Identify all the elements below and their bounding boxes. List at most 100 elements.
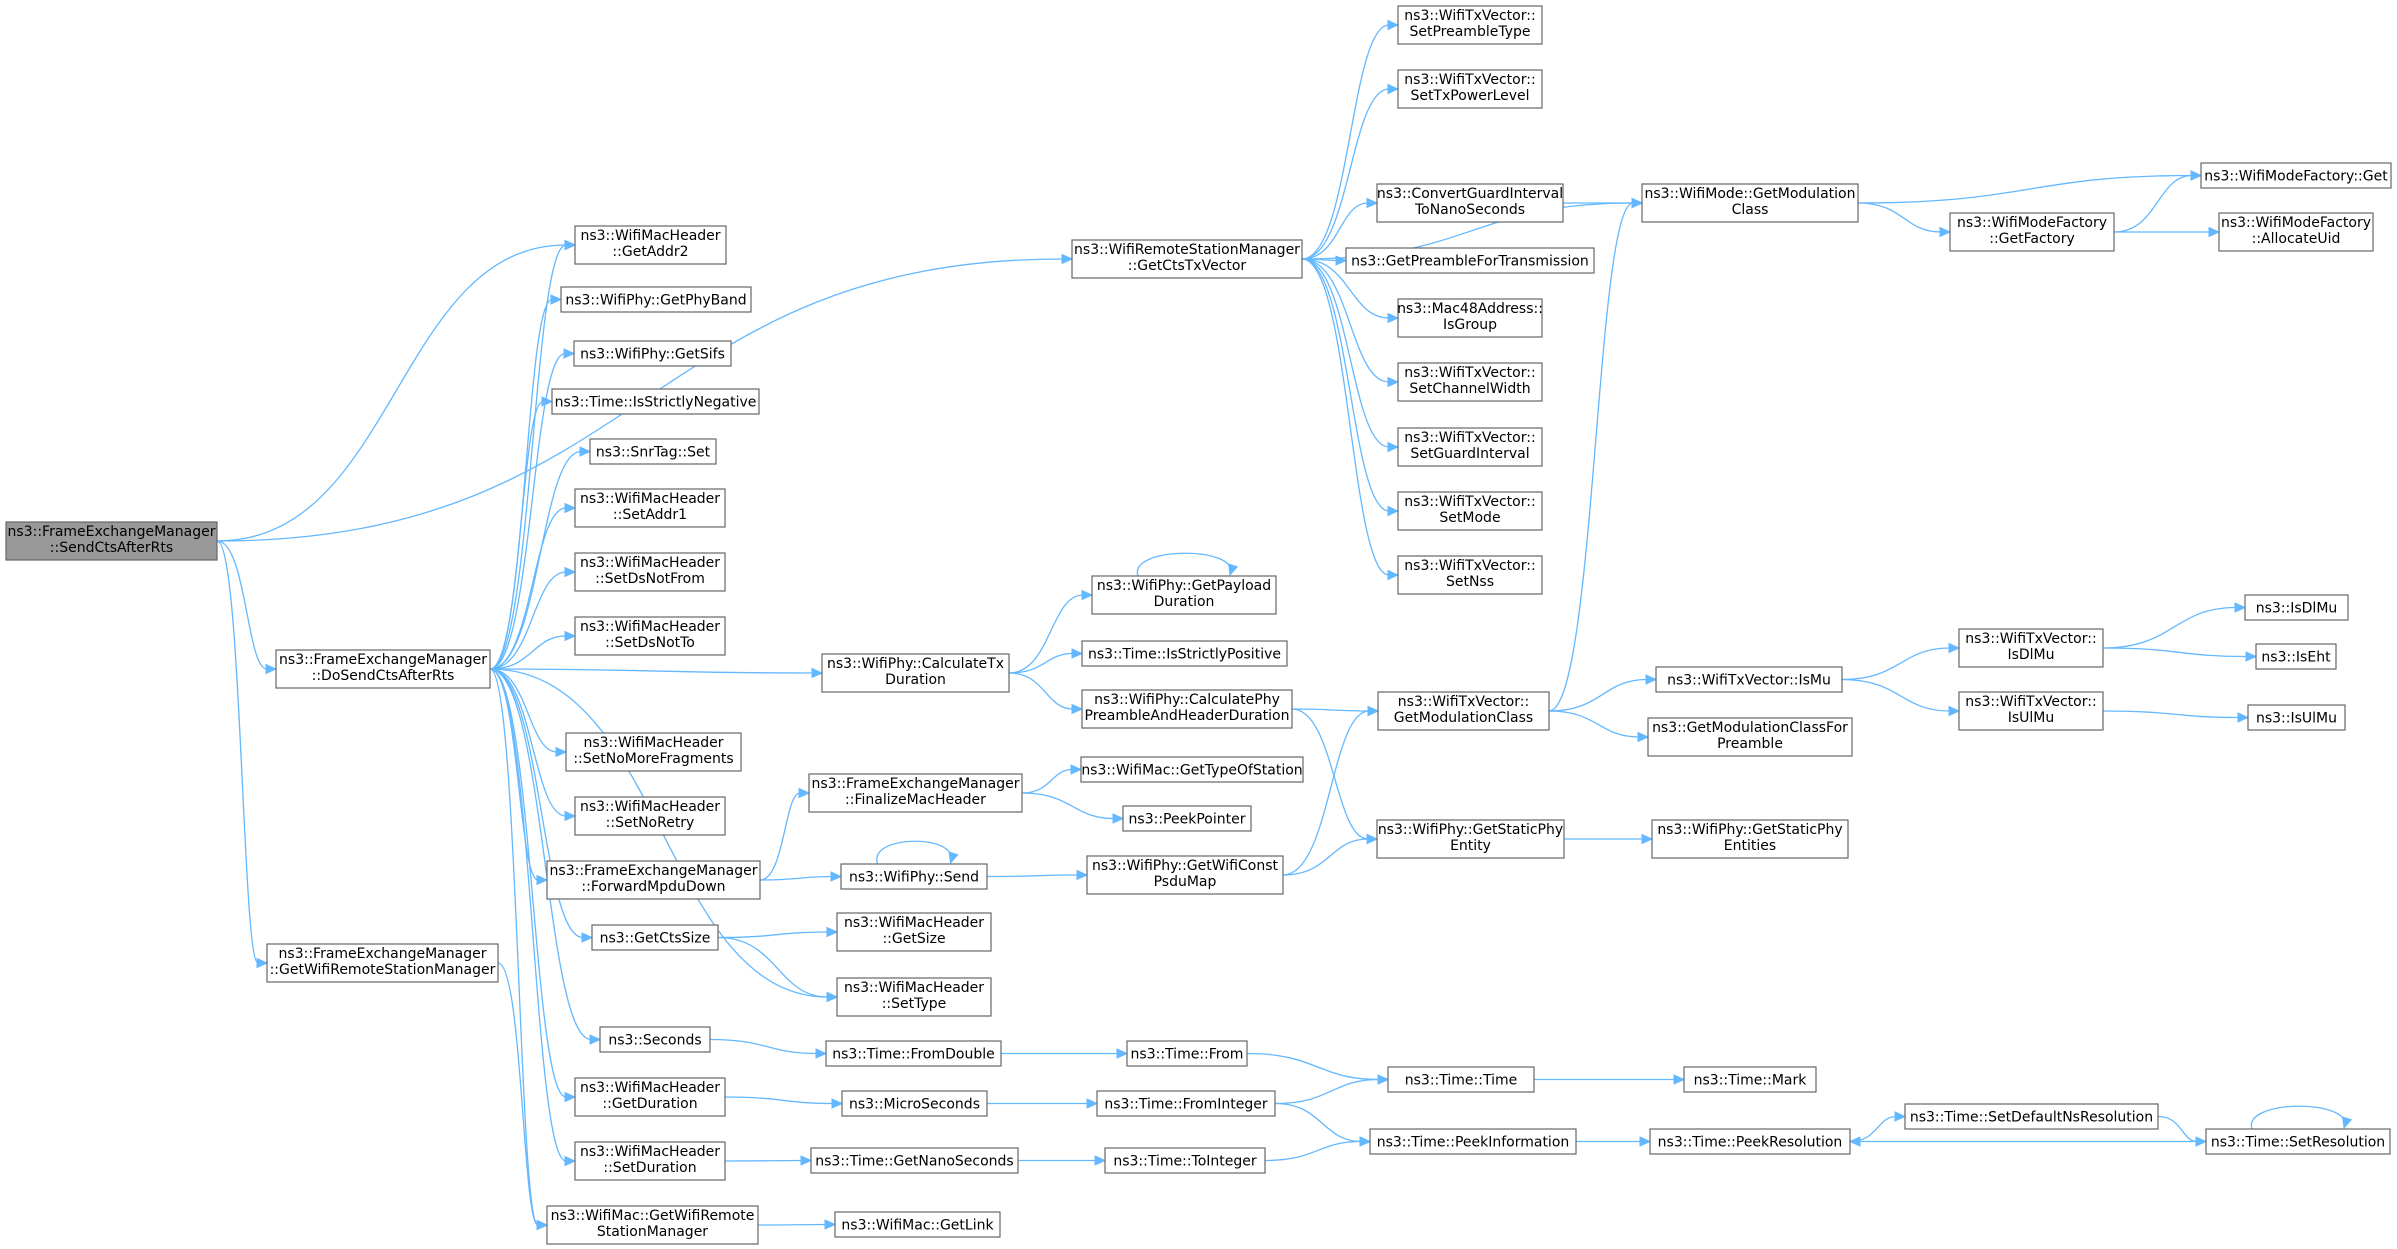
node-box [1387, 1066, 1535, 1093]
node-timetime[interactable]: ns3::Time::Time [1387, 1066, 1535, 1093]
node-peekpointer[interactable]: ns3::PeekPointer [1122, 805, 1252, 832]
node-label-line: ns3::Time::FromInteger [1104, 1097, 1267, 1113]
node-getsifs[interactable]: ns3::WifiPhy::GetSifs [573, 340, 732, 367]
edge-arrowhead [1086, 1098, 1099, 1109]
node-setnss[interactable]: ns3::WifiTxVector::SetNss [1397, 555, 1543, 595]
node-box [1122, 805, 1252, 832]
node-setnomore[interactable]: ns3::WifiMacHeader::SetNoMoreFragments [565, 732, 742, 772]
node-getaddr2[interactable]: ns3::WifiMacHeader::GetAddr2 [574, 225, 727, 265]
node-microseconds[interactable]: ns3::MicroSeconds [841, 1090, 988, 1117]
node-getctssize[interactable]: ns3::GetCtsSize [591, 924, 719, 951]
node-modegetmod[interactable]: ns3::WifiMode::GetModulationClass [1641, 183, 1859, 223]
node-label-line: ::GetCtsTxVector [1128, 258, 1247, 274]
node-seconds[interactable]: ns3::Seconds [599, 1026, 711, 1053]
edge-getnanosec-to-tointeger [1018, 1155, 1107, 1166]
node-isdlmu[interactable]: ns3::IsDlMu [2244, 594, 2349, 621]
node-label-line: ns3::WifiMacHeader [844, 915, 984, 931]
node-settype[interactable]: ns3::WifiMacHeader::SetType [836, 977, 992, 1017]
node-getctstx[interactable]: ns3::WifiRemoteStationManager::GetCtsTxV… [1071, 239, 1303, 279]
node-isstrpos[interactable]: ns3::Time::IsStrictlyPositive [1081, 640, 1288, 667]
node-settxpower[interactable]: ns3::WifiTxVector::SetTxPowerLevel [1397, 69, 1543, 109]
node-snrset[interactable]: ns3::SnrTag::Set [589, 438, 717, 465]
node-setgi[interactable]: ns3::WifiTxVector::SetGuardInterval [1397, 427, 1543, 467]
node-getnanosec[interactable]: ns3::Time::GetNanoSeconds [810, 1147, 1019, 1174]
edge-txgetmodclass-to-modegetmod [1548, 197, 1644, 712]
edge-arrowhead [1367, 705, 1380, 717]
node-peekinfo[interactable]: ns3::Time::PeekInformation [1369, 1128, 1577, 1155]
node-setdefres[interactable]: ns3::Time::SetDefaultNsResolution [1904, 1103, 2159, 1130]
node-maclink[interactable]: ns3::WifiMac::GetLink [834, 1211, 1001, 1238]
node-setmode[interactable]: ns3::WifiTxVector::SetMode [1397, 491, 1543, 531]
node-isulmu[interactable]: ns3::IsUlMu [2247, 704, 2346, 731]
node-box [574, 225, 727, 265]
node-setduration[interactable]: ns3::WifiMacHeader::SetDuration [574, 1141, 726, 1181]
edge-arrowhead [1228, 563, 1239, 577]
node-label-line: IsUlMu [2008, 710, 2055, 726]
node-getfactory[interactable]: ns3::WifiModeFactory::GetFactory [1949, 212, 2115, 252]
node-hdrgetsize[interactable]: ns3::WifiMacHeader::GetSize [836, 912, 992, 952]
edge-dosend-to-setduration [489, 668, 577, 1167]
node-getphyband[interactable]: ns3::WifiPhy::GetPhyBand [560, 286, 752, 313]
node-macgetwrsm[interactable]: ns3::WifiMac::GetWifiRemoteStationManage… [546, 1205, 759, 1245]
node-timemark[interactable]: ns3::Time::Mark [1683, 1066, 1817, 1093]
node-dosend[interactable]: ns3::FrameExchangeManager::DoSendCtsAfte… [275, 649, 491, 689]
node-allocuid[interactable]: ns3::WifiModeFactory::AllocateUid [2218, 212, 2374, 252]
edge-getctstx-to-setnss [1301, 258, 1400, 581]
node-txisdlmu[interactable]: ns3::WifiTxVector::IsDlMu [1958, 628, 2104, 668]
node-root[interactable]: ns3::FrameExchangeManager::SendCtsAfterR… [5, 521, 218, 561]
node-calcpreamble[interactable]: ns3::WifiPhy::CalculatePhyPreambleAndHea… [1081, 689, 1293, 729]
node-setdsnotfrom[interactable]: ns3::WifiMacHeader::SetDsNotFrom [574, 552, 726, 592]
node-isgroup[interactable]: ns3::Mac48Address::IsGroup [1397, 298, 1543, 338]
node-label-line: ns3::WifiMode::GetModulation [1645, 186, 1856, 202]
node-setdsnotto[interactable]: ns3::WifiMacHeader::SetDsNotTo [574, 616, 726, 656]
edge-line [1857, 174, 2193, 204]
node-isstrneg[interactable]: ns3::Time::IsStrictlyNegative [551, 388, 760, 415]
edge-line [1548, 710, 1640, 738]
node-timefrom[interactable]: ns3::Time::From [1126, 1040, 1248, 1067]
node-peekres[interactable]: ns3::Time::PeekResolution [1649, 1128, 1851, 1155]
node-label-line: Preamble [1717, 736, 1783, 752]
edge-arrowhead [826, 926, 839, 938]
node-frominteger[interactable]: ns3::Time::FromInteger [1096, 1090, 1276, 1117]
node-getpreamblefor[interactable]: ns3::GetPreambleForTransmission [1345, 247, 1595, 274]
edge-arrowhead [811, 667, 824, 679]
edge-line [1857, 202, 1942, 233]
edge-line [489, 635, 567, 670]
node-setaddr1[interactable]: ns3::WifiMacHeader::SetAddr1 [574, 488, 726, 528]
node-label-line: SetNss [1446, 574, 1494, 590]
node-txgetmodclass[interactable]: ns3::WifiTxVector::GetModulationClass [1377, 691, 1550, 731]
node-ismu[interactable]: ns3::WifiTxVector::IsMu [1655, 666, 1843, 693]
edge-line [1021, 792, 1115, 820]
node-factget[interactable]: ns3::WifiModeFactory::Get [2200, 162, 2392, 189]
node-gettypeofsta[interactable]: ns3::WifiMac::GetTypeOfStation [1080, 756, 1304, 783]
node-label-line: ns3::WifiModeFactory [1957, 215, 2107, 231]
edge-arrowhead [1948, 642, 1961, 654]
node-finalize[interactable]: ns3::FrameExchangeManager::FinalizeMacHe… [808, 773, 1023, 813]
node-getduration[interactable]: ns3::WifiMacHeader::GetDuration [574, 1077, 726, 1117]
node-setpreamble[interactable]: ns3::WifiTxVector::SetPreambleType [1397, 5, 1543, 45]
node-getwrsm[interactable]: ns3::FrameExchangeManager::GetWifiRemote… [266, 943, 499, 983]
node-fromdouble[interactable]: ns3::Time::FromDouble [825, 1040, 1002, 1067]
node-fwdmpdu[interactable]: ns3::FrameExchangeManager::ForwardMpduDo… [546, 860, 761, 900]
edge-arrowhead [555, 746, 568, 758]
node-physend[interactable]: ns3::WifiPhy::Send [840, 863, 988, 890]
node-setres[interactable]: ns3::Time::SetResolution [2205, 1128, 2391, 1155]
node-setnoretry[interactable]: ns3::WifiMacHeader::SetNoRetry [574, 796, 726, 836]
node-iseht[interactable]: ns3::IsEht [2255, 643, 2337, 670]
node-tointeger[interactable]: ns3::Time::ToInteger [1104, 1147, 1266, 1174]
node-label-line: Duration [1154, 594, 1215, 610]
edge-getwificonst-to-txgetmodclass [1282, 705, 1380, 876]
node-txisulmu[interactable]: ns3::WifiTxVector::IsUlMu [1958, 691, 2104, 731]
node-setchwidth[interactable]: ns3::WifiTxVector::SetChannelWidth [1397, 362, 1543, 402]
edge-arrowhead [1948, 705, 1961, 717]
node-label-line: ::GetDuration [602, 1096, 697, 1112]
node-label-line: ns3::Time::IsStrictlyPositive [1088, 647, 1281, 663]
edge-line [1301, 258, 1390, 319]
